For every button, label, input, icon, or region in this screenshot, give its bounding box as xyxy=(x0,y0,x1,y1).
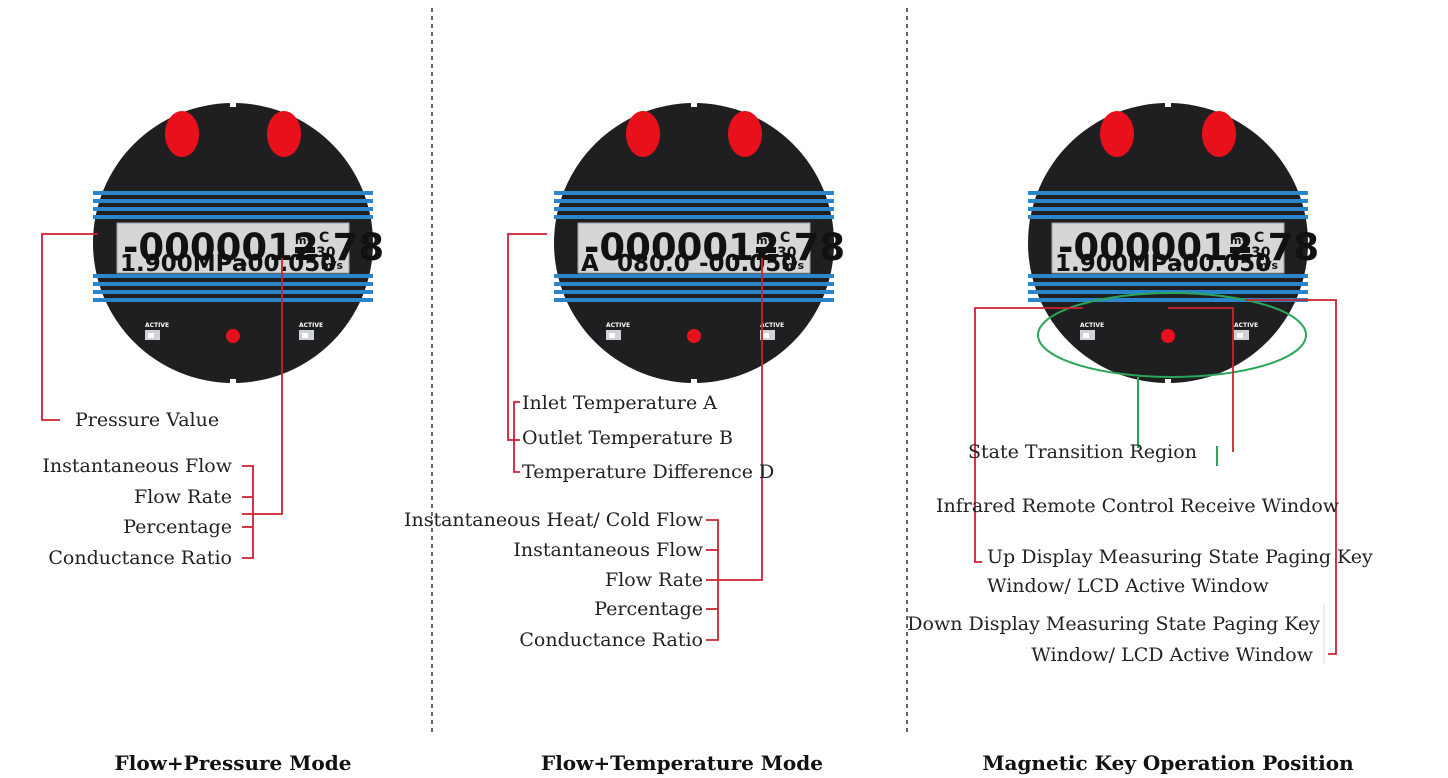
lcd-unit-bottom: m/s xyxy=(1256,259,1278,272)
caption-flow-temperature: Flow+Temperature Mode xyxy=(541,751,823,775)
infrared-leader xyxy=(1168,307,1234,452)
meter-face-flow-pressure: -0000012.78 m³ C 30 1.900MPa -00.050 m/s… xyxy=(92,102,384,384)
active-label-left: ACTIVE xyxy=(1080,322,1104,329)
label-state-transition-region: State Transition Region xyxy=(968,441,1197,463)
label-down-key-line1: Down Display Measuring State Paging Key xyxy=(907,613,1320,635)
label-infrared-window: Infrared Remote Control Receive Window xyxy=(936,495,1340,517)
pressure-leader xyxy=(41,233,98,421)
label-temperature-difference: Temperature Difference D xyxy=(522,461,774,483)
lcd-state-number: 30 xyxy=(777,245,797,261)
label-up-key-line2: Window/ LCD Active Window xyxy=(987,575,1269,597)
lcd-pressure-value: 1.900MPa xyxy=(1055,251,1182,277)
active-label-right: ACTIVE xyxy=(760,322,784,329)
active-label-left: ACTIVE xyxy=(606,322,630,329)
temperature-bracket xyxy=(513,401,520,473)
label-percentage: Percentage xyxy=(123,516,232,538)
active-label-right: ACTIVE xyxy=(1234,322,1258,329)
label-conductance-ratio: Conductance Ratio xyxy=(48,547,232,569)
lcd-state-letter: C xyxy=(780,230,790,246)
lcd-unit-top: m³ xyxy=(1230,234,1246,247)
flow-rate-leader xyxy=(706,258,763,581)
lcd-total-reading: -0000012.78 xyxy=(1058,226,1319,269)
active-label-right: ACTIVE xyxy=(299,322,323,329)
active-label-left: ACTIVE xyxy=(145,322,169,329)
label-pressure-value: Pressure Value xyxy=(75,409,219,431)
meter-face-flow-temperature: -0000012.78 m³ C 30 A 080.0 -00.050 m/s … xyxy=(553,102,845,384)
label-instantaneous-flow: Instantaneous Flow xyxy=(42,455,232,477)
lcd-pressure-value: 1.900MPa xyxy=(120,251,247,277)
meter-face-magnetic-key: -0000012.78 m³ C 30 1.900MPa -00.050 m/s… xyxy=(1027,102,1319,384)
lcd-unit-bottom: m/s xyxy=(321,259,343,272)
lcd-flow-value: -00.050 xyxy=(699,251,797,277)
lcd-unit-top: m³ xyxy=(295,234,311,247)
caption-flow-pressure: Flow+Pressure Mode xyxy=(115,751,352,775)
flow-bracket xyxy=(706,519,719,641)
lcd-temp-letter: A xyxy=(581,251,599,277)
lcd-temp-value: 080.0 xyxy=(617,251,690,277)
lcd-unit-top: m³ xyxy=(756,234,772,247)
label-down-key-line2: Window/ LCD Active Window xyxy=(1031,644,1313,666)
lcd-state-letter: C xyxy=(319,230,329,246)
caption-magnetic-key: Magnetic Key Operation Position xyxy=(982,751,1354,775)
lcd-total-reading: -0000012.78 xyxy=(123,226,384,269)
lcd-state-letter: C xyxy=(1254,230,1264,246)
label-instantaneous-heat-cold-flow: Instantaneous Heat/ Cold Flow xyxy=(404,509,704,531)
label-up-key-line1: Up Display Measuring State Paging Key xyxy=(987,546,1373,568)
label-flow-rate: Flow Rate xyxy=(134,486,232,508)
lcd-state-number: 30 xyxy=(1251,245,1271,261)
label-percentage: Percentage xyxy=(594,598,703,620)
lcd-flow-value: -00.050 xyxy=(238,251,336,277)
up-key-leader xyxy=(974,307,1083,563)
down-key-leader xyxy=(1245,299,1337,655)
flow-bracket xyxy=(242,465,254,559)
label-inlet-temperature: Inlet Temperature A xyxy=(522,392,717,414)
lcd-total-reading: -0000012.78 xyxy=(584,226,845,269)
label-outlet-temperature: Outlet Temperature B xyxy=(522,427,733,449)
lcd-unit-bottom: m/s xyxy=(782,259,804,272)
lcd-flow-value: -00.050 xyxy=(1173,251,1271,277)
lcd-state-number: 30 xyxy=(316,245,336,261)
state-transition-region-ellipse xyxy=(1037,292,1307,378)
flow-rate-leader xyxy=(242,258,283,515)
label-conductance-ratio: Conductance Ratio xyxy=(519,629,703,651)
label-instantaneous-flow: Instantaneous Flow xyxy=(513,539,703,561)
label-flow-rate: Flow Rate xyxy=(605,569,703,591)
